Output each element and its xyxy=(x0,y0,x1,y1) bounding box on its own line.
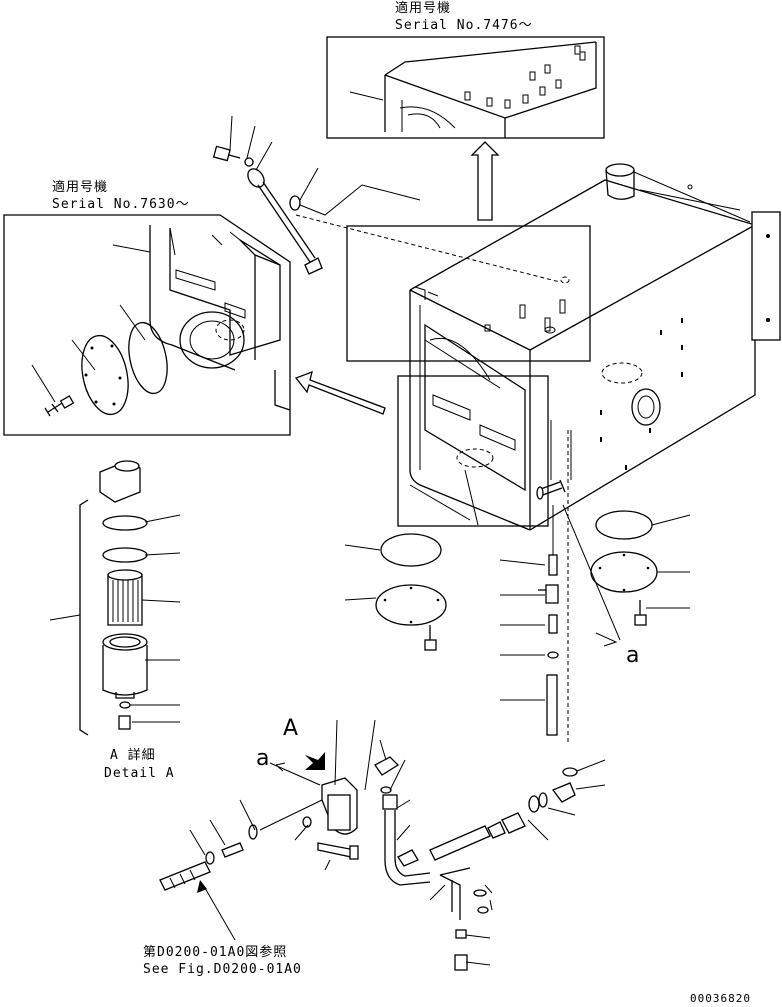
filter-assembly xyxy=(159,719,606,971)
detail-title-jp: A 詳細 xyxy=(110,748,156,763)
top-inset-serial: Serial No.7476～ xyxy=(395,18,533,33)
hydraulic-tank xyxy=(295,163,781,531)
top-inset-title: 適用号機 xyxy=(395,1,452,16)
reference-jp: 第D0200-01A0図参照 xyxy=(143,945,288,960)
view-marker: A xyxy=(283,716,299,741)
detail-title-en: Detail A xyxy=(104,766,175,781)
left-inset-serial: Serial No.7630～ xyxy=(52,197,190,212)
tank-lower-parts xyxy=(344,430,691,745)
left-inset-title: 適用号機 xyxy=(52,180,109,195)
connection-label-right: a xyxy=(626,643,640,668)
connection-label-left: a xyxy=(256,746,270,771)
level-gauge xyxy=(212,115,421,275)
top-inset-box xyxy=(326,36,605,139)
drawing-number: 00036820 xyxy=(690,992,751,1005)
detail-a-filter xyxy=(49,460,181,736)
left-inset-box xyxy=(3,214,291,436)
reference-en: See Fig.D0200-01A0 xyxy=(143,962,302,977)
